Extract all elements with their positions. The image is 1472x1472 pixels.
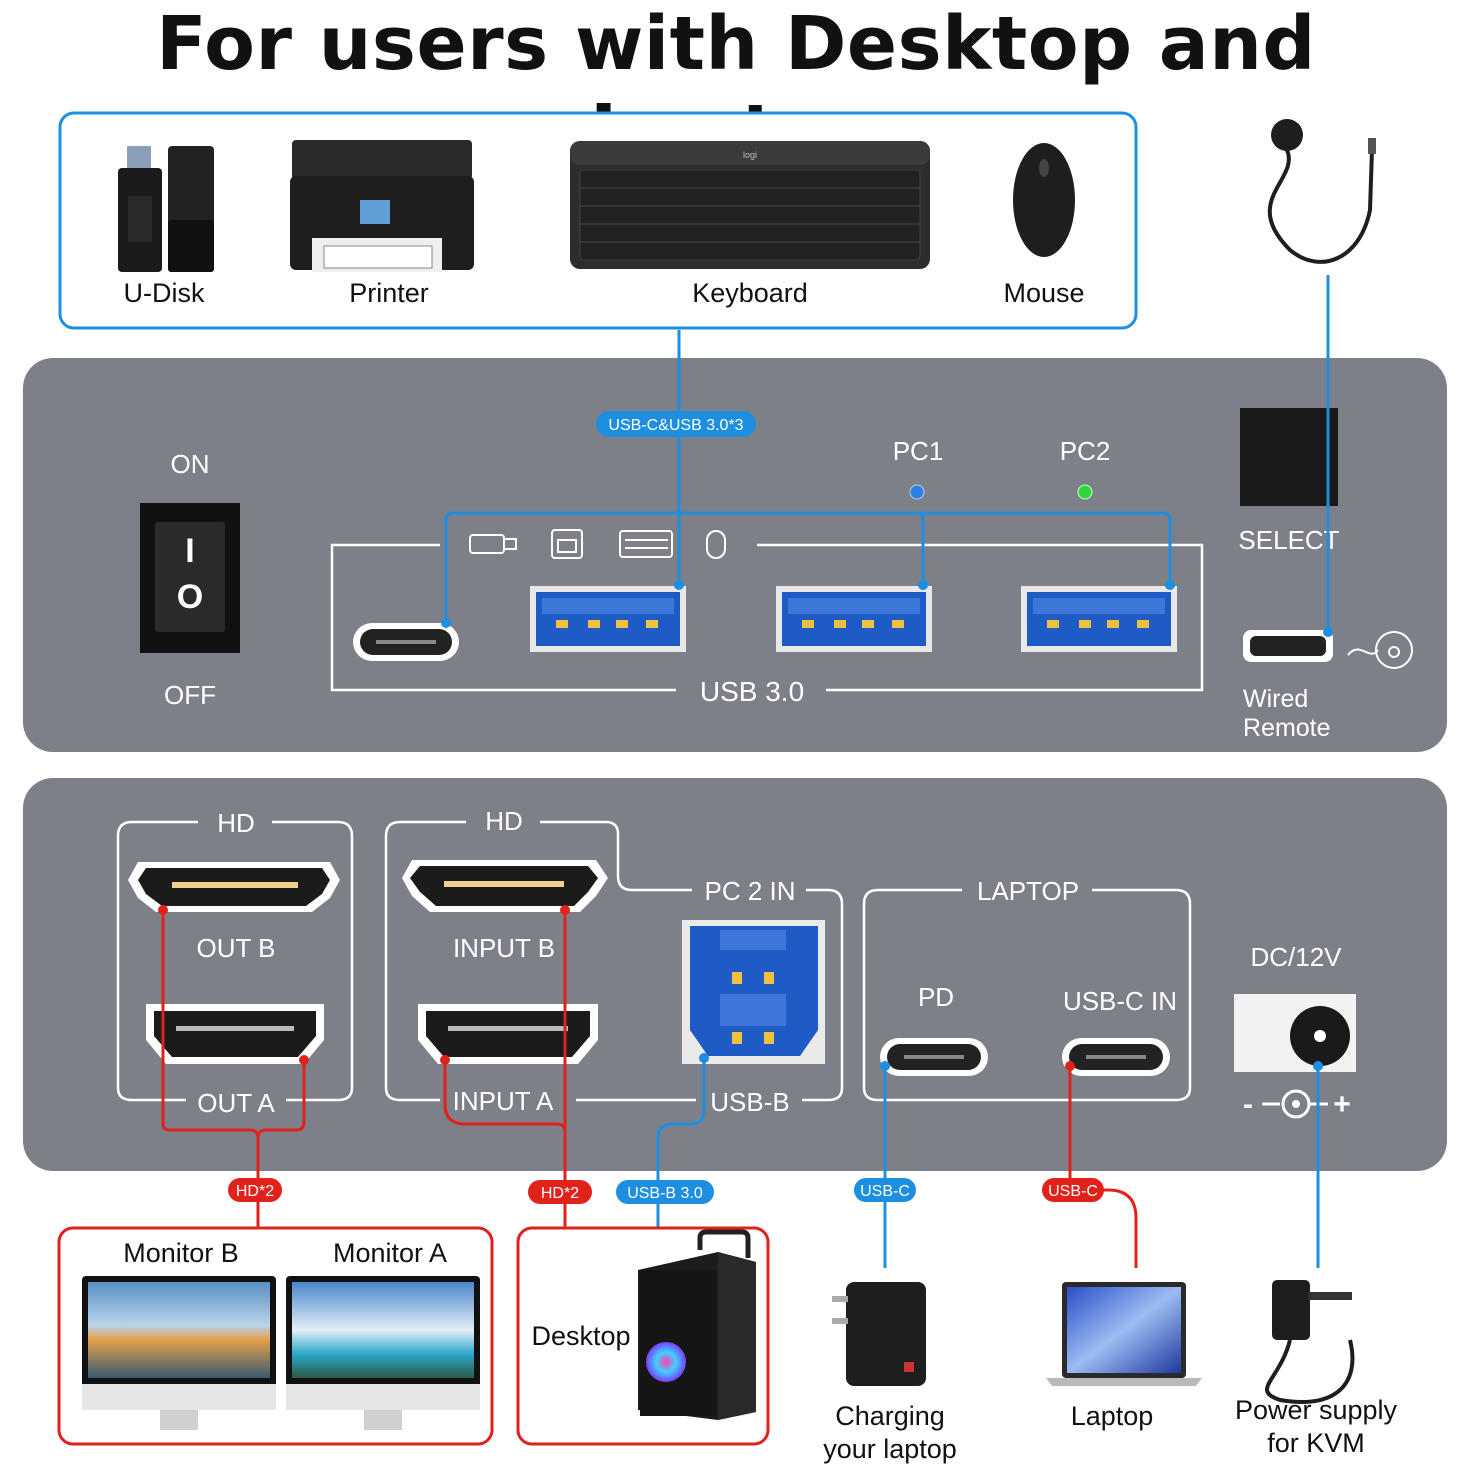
hd-output-bracket [116,820,354,1102]
usb-b-label: USB-B [710,1087,789,1117]
input-a-label: INPUT A [453,1086,554,1116]
charging-line1: Charging [835,1401,945,1431]
pc2-led [1077,484,1093,500]
dc-label: DC/12V [1250,942,1342,972]
desktop-label: Desktop [531,1321,630,1351]
keyboard-brand: logi [743,150,757,160]
pc1-led [909,484,925,500]
usb-drive-small-icon [469,534,517,554]
hd-right-label: HD [485,806,523,836]
charging-line2: your laptop [823,1434,957,1464]
usb-b-port[interactable] [682,920,825,1064]
usb-a-port-2[interactable] [776,586,932,652]
monitor-b [82,1276,276,1430]
hd2-desktop-badge: HD*2 [528,1180,592,1204]
off-label: OFF [164,680,216,710]
input-b-label: INPUT B [453,933,555,963]
usbb-badge: USB-B 3.0 [616,1180,714,1204]
hdmi-input-b-port[interactable] [402,860,608,912]
hd2-monitors-badge: HD*2 [228,1178,282,1202]
laptop-port-label: LAPTOP [977,876,1079,906]
out-b-label: OUT B [197,933,276,963]
power-adapter [1265,1280,1355,1404]
pc2-label: PC2 [1060,436,1111,466]
pc1-label: PC1 [893,436,944,466]
on-label: ON [171,449,210,479]
hdmi-input-a-port[interactable] [418,1004,598,1064]
switch-off-symbol: O [177,578,203,616]
hdmi-out-b-port[interactable] [128,862,340,912]
desktop-tower [638,1229,756,1420]
port-icons [469,529,726,559]
pc2-in-label: PC 2 IN [704,876,795,906]
power-switch[interactable]: I O [140,503,240,653]
hdmi-cables [161,910,1138,1268]
usb-a-port-1[interactable] [530,586,686,652]
hd2-monitors-label: HD*2 [236,1183,274,1200]
usbc-laptop-badge-label: USB-C [1048,1183,1098,1200]
printer-label: Printer [349,278,429,308]
usbc-in-label: USB-C IN [1063,986,1177,1016]
usbc-charge-badge-label: USB-C [860,1183,910,1200]
printer-small-icon [551,529,583,559]
monitor-a [286,1276,480,1430]
power-line2: for KVM [1267,1428,1365,1458]
select-label: SELECT [1238,525,1339,555]
keyboard-label: Keyboard [692,278,808,308]
charger [832,1282,926,1386]
mouse-label: Mouse [1003,278,1084,308]
mouse-small-icon [706,530,726,559]
remote-symbol-icon [1347,631,1413,669]
power-line1: Power supply [1235,1395,1398,1425]
pd-label: PD [918,982,954,1012]
usb-hub-badge-label: USB-C&USB 3.0*3 [608,417,743,434]
polarity-minus: - [1243,1088,1253,1121]
hd-left-label: HD [217,808,255,838]
remote-icon [1267,119,1376,264]
keyboard-icon: logi [570,141,930,269]
switch-on-symbol: I [185,532,194,570]
monitor-b-label: Monitor B [123,1238,239,1268]
usbb-badge-label: USB-B 3.0 [627,1185,703,1202]
wired-remote-line2: Remote [1243,714,1331,742]
laptop-usbc-in-port[interactable] [1062,1038,1170,1076]
usb-drive-icon [118,146,214,272]
printer-icon [290,140,474,272]
udisk-label: U-Disk [124,278,205,308]
usb-cables-bottom [656,1058,1320,1268]
usb-a-port-3[interactable] [1021,586,1177,652]
wired-remote-port[interactable] [1243,630,1333,662]
usb-bracket [330,543,1204,692]
laptop-bracket [862,888,1192,1102]
select-button[interactable] [1240,408,1338,506]
laptop-device [1046,1282,1202,1386]
dc-power-port[interactable] [1234,994,1356,1072]
usb-hub-cables [444,275,1330,632]
hd2-desktop-label: HD*2 [541,1185,579,1202]
usbc-laptop-badge: USB-C [1042,1178,1104,1202]
usb-c-port-front[interactable] [353,623,459,661]
laptop-label: Laptop [1071,1401,1154,1431]
hdmi-out-a-port[interactable] [146,1004,324,1064]
mouse-icon [1013,143,1075,257]
pd-usbc-port[interactable] [880,1038,988,1076]
monitor-a-label: Monitor A [333,1238,447,1268]
polarity-plus: + [1333,1088,1351,1121]
hd-input-bracket [384,820,844,1102]
usb-3-label: USB 3.0 [700,676,804,707]
keyboard-small-icon [619,530,673,558]
peripherals-box: U-Disk Printer logi [58,111,1138,330]
wired-remote-line1: Wired [1243,685,1308,713]
usb-hub-badge: USB-C&USB 3.0*3 [596,411,756,437]
out-a-label: OUT A [197,1088,275,1118]
usbc-charge-badge: USB-C [854,1178,916,1202]
